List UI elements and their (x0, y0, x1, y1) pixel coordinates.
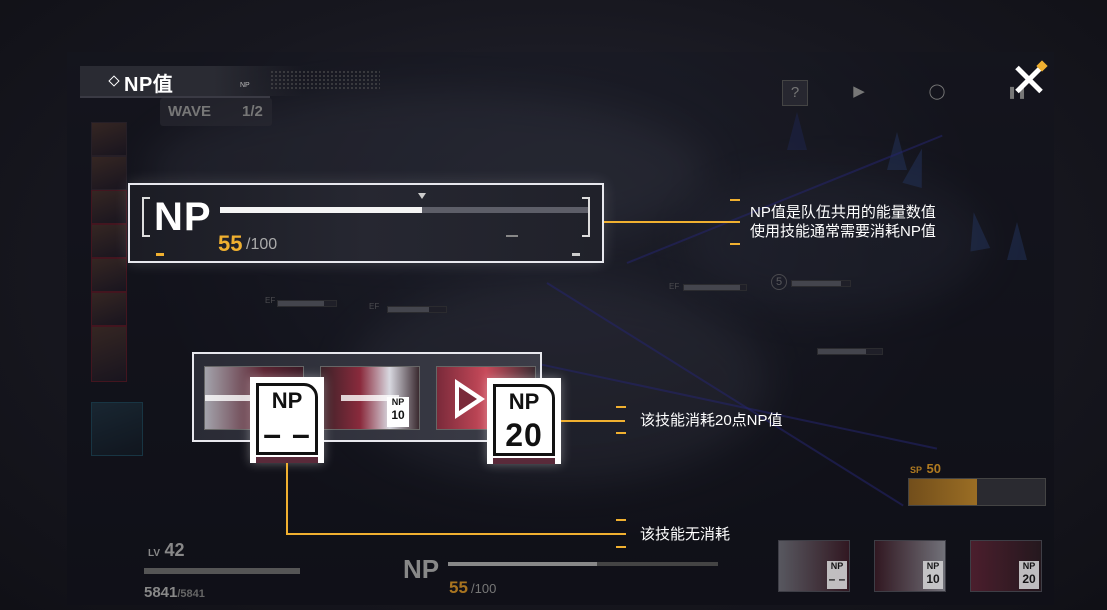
character-hp: 5841/5841 (144, 584, 205, 601)
character-level: LV 42 (148, 540, 185, 561)
hud-skill-button[interactable]: NP 10 (874, 540, 946, 592)
header-subtitle: NP (240, 82, 250, 89)
np-free-card: NP – – (250, 377, 324, 463)
np-gauge-value: 55 (218, 231, 243, 256)
np-gauge-panel: NP 55 /100 (128, 183, 604, 263)
np-card-value: 20 (505, 417, 543, 453)
np-badge-value: 10 (926, 572, 940, 586)
np-gauge-marker (418, 193, 426, 199)
hud-skill-button[interactable]: NP 20 (970, 540, 1042, 592)
callout-tick (616, 546, 626, 548)
np-badge-value: – – (828, 572, 846, 586)
tutorial-header: NP值 (80, 66, 380, 96)
hud-skill-np-badge: NP 20 (1019, 561, 1039, 589)
np-card-label: NP (508, 389, 540, 414)
np-cost-card: NP 20 (487, 378, 561, 464)
close-button[interactable] (1008, 60, 1048, 100)
np-card-label: NP (271, 388, 303, 413)
level-value: 42 (164, 540, 185, 560)
hud-skill-button[interactable]: NP – – (778, 540, 850, 592)
header-dot-pattern (270, 70, 380, 90)
np-badge-value: 10 (391, 408, 405, 422)
page-title: NP值 (124, 74, 174, 96)
callout-tick (730, 243, 740, 245)
hp-value: 5841 (144, 584, 178, 601)
auto-circle-icon[interactable]: ◯ (928, 83, 946, 100)
hud-np-gauge: NP 55 /100 (393, 550, 733, 600)
tutorial-dim-overlay (67, 52, 1054, 605)
callout-leader (604, 221, 740, 223)
sp-value: 50 (926, 461, 941, 476)
panel-nub (156, 253, 164, 256)
character-hp-bar (144, 568, 300, 574)
np-card-value: – – (263, 416, 311, 452)
callout-tick (730, 199, 740, 201)
wave-count: 1/2 (242, 103, 263, 120)
np-gauge-label: NP (154, 195, 212, 239)
wave-label: WAVE (168, 103, 212, 120)
np-card-frame: NP 20 (493, 384, 555, 456)
skill-effect (340, 395, 400, 401)
callout-tick (616, 519, 626, 521)
callout-leader (561, 420, 625, 422)
skill-free-description: 该技能无消耗 (640, 526, 731, 543)
np-card-base (493, 458, 555, 464)
bracket-right (582, 197, 590, 237)
hud-skill-np-badge: NP 10 (923, 561, 943, 589)
skill-np-cost-badge: NP 10 (387, 397, 409, 427)
skill-cost-description: 该技能消耗20点NP值 (640, 412, 783, 429)
callout-leader (286, 533, 626, 535)
hud-skill-np-badge: NP – – (827, 561, 847, 589)
help-icon[interactable]: ? (782, 80, 808, 106)
np-gauge-fill (220, 207, 423, 213)
np-description: NP值是队伍共用的能量数值 使用技能通常需要消耗NP值 (750, 203, 936, 241)
hud-np-max: /100 (471, 581, 497, 596)
diamond-icon (108, 75, 120, 87)
callout-tick (616, 406, 626, 408)
triangle-icon-inner (459, 387, 477, 411)
bracket-left (142, 197, 150, 237)
callout-leader (286, 463, 288, 535)
hud-np-value: 55 (449, 578, 468, 597)
callout-tick (616, 432, 626, 434)
panel-dash (506, 235, 518, 237)
hud-np-label: NP (403, 554, 440, 584)
np-card-frame: NP – – (256, 383, 318, 455)
np-badge-label: NP (1022, 561, 1036, 571)
skill-slot: NP 10 (320, 366, 420, 430)
play-icon[interactable]: ▶ (853, 83, 865, 100)
np-badge-label: NP (391, 397, 405, 407)
panel-nub (572, 253, 580, 256)
header-divider (80, 96, 270, 98)
sp-indicator: SP 50 (910, 460, 941, 478)
hud-np-track (448, 562, 718, 566)
level-label: LV (148, 548, 161, 559)
np-description-line2: 使用技能通常需要消耗NP值 (750, 223, 936, 240)
sp-label: SP (910, 465, 923, 475)
sp-bar (908, 478, 1046, 506)
np-gauge-track (220, 207, 588, 213)
np-gauge-max: /100 (246, 236, 278, 253)
hud-np-fill (448, 562, 597, 566)
np-description-line1: NP值是队伍共用的能量数值 (750, 204, 936, 221)
hp-max: /5841 (177, 588, 205, 600)
np-badge-label: NP (830, 561, 844, 571)
np-badge-value: 20 (1022, 572, 1036, 586)
sp-bar-fill (909, 479, 977, 505)
np-card-base (256, 457, 318, 463)
np-badge-label: NP (926, 561, 940, 571)
wave-indicator: WAVE 1/2 (160, 98, 272, 126)
